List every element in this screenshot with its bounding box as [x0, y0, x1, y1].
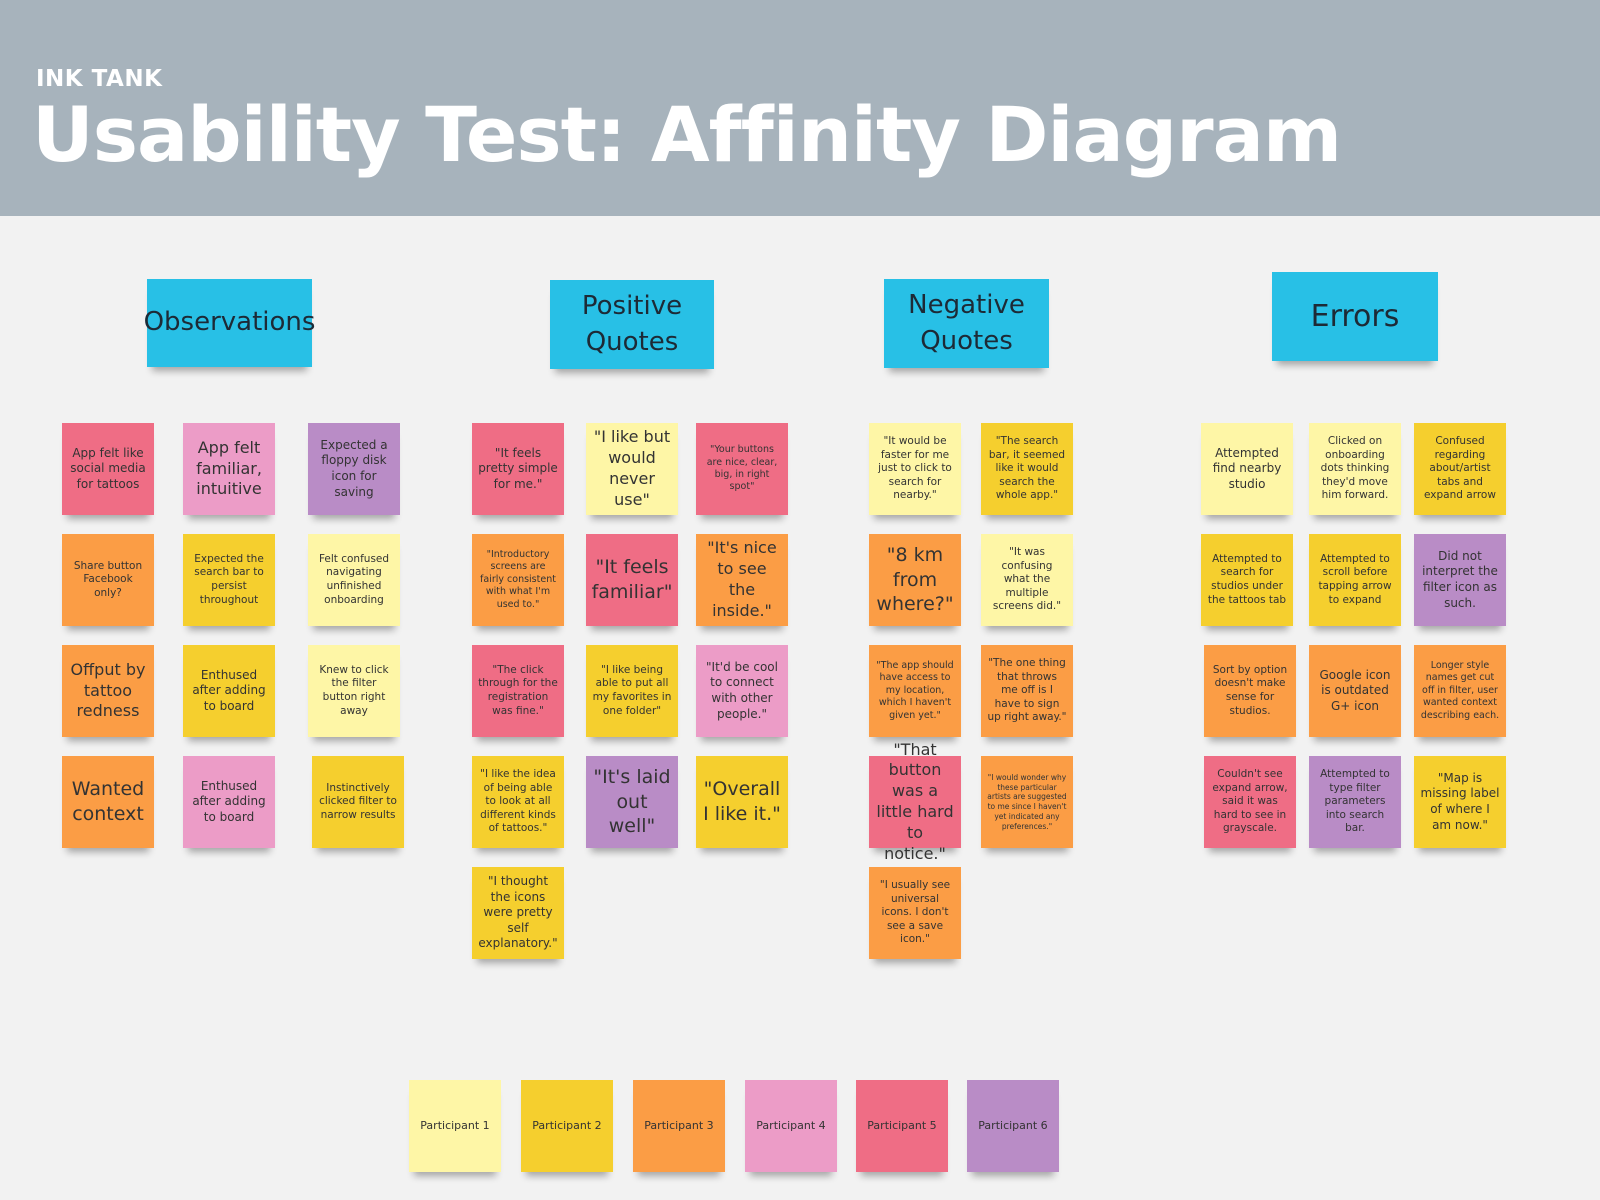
- sticky-note: Expected the search bar to persist throu…: [183, 534, 275, 626]
- sticky-note: "It feels pretty simple for me.": [472, 423, 564, 515]
- header-banner: [0, 0, 1600, 216]
- sticky-note: Offput by tattoo redness: [62, 645, 154, 737]
- header-observations: Observations: [144, 279, 315, 367]
- sticky-note: Wanted context: [62, 756, 154, 848]
- sticky-note: "Map is missing label of where I am now.…: [1414, 756, 1506, 848]
- sticky-note: "It was confusing what the multiple scre…: [981, 534, 1073, 626]
- sticky-note: "It'd be cool to connect with other peop…: [696, 645, 788, 737]
- legend-participant-2: Participant 2: [521, 1080, 613, 1172]
- sticky-note: Instinctively clicked filter to narrow r…: [312, 756, 404, 848]
- sticky-note: Attempted to search for studios under th…: [1201, 534, 1293, 626]
- sticky-note: "I usually see universal icons. I don't …: [869, 867, 961, 959]
- header-errors: Errors: [1272, 272, 1438, 361]
- sticky-note: App felt familiar, intuitive: [183, 423, 275, 515]
- legend-participant-1: Participant 1: [409, 1080, 501, 1172]
- sticky-note: Share button Facebook only?: [62, 534, 154, 626]
- sticky-note: "Your buttons are nice, clear, big, in r…: [696, 423, 788, 515]
- sticky-note: "It feels familiar": [586, 534, 678, 626]
- legend-participant-4: Participant 4: [745, 1080, 837, 1172]
- legend-participant-6: Participant 6: [967, 1080, 1059, 1172]
- sticky-note: "I like being able to put all my favorit…: [586, 645, 678, 737]
- sticky-note: "8 km from where?": [869, 534, 961, 626]
- sticky-note: App felt like social media for tattoos: [62, 423, 154, 515]
- sticky-note: "It's laid out well": [586, 756, 678, 848]
- sticky-note: Longer style names get cut off in filter…: [1414, 645, 1506, 737]
- sticky-note: "It's nice to see the inside.": [696, 534, 788, 626]
- sticky-note: "The search bar, it seemed like it would…: [981, 423, 1073, 515]
- sticky-note: Sort by option doesn't make sense for st…: [1204, 645, 1296, 737]
- sticky-note: Enthused after adding to board: [183, 756, 275, 848]
- sticky-note: "I would wonder why these particular art…: [981, 756, 1073, 848]
- sticky-note: "The app should have access to my locati…: [869, 645, 961, 737]
- sticky-note: Couldn't see expand arrow, said it was h…: [1204, 756, 1296, 848]
- sticky-note: "The click through for the registration …: [472, 645, 564, 737]
- sticky-note: "Introductory screens are fairly consist…: [472, 534, 564, 626]
- sticky-note: Did not interpret the filter icon as suc…: [1414, 534, 1506, 626]
- brand-label: INK TANK: [36, 66, 163, 92]
- sticky-note: "The one thing that throws me off is I h…: [981, 645, 1073, 737]
- sticky-note: Google icon is outdated G+ icon: [1309, 645, 1401, 737]
- sticky-note: Expected a floppy disk icon for saving: [308, 423, 400, 515]
- sticky-note: "Overall I like it.": [696, 756, 788, 848]
- sticky-note: "I like but would never use": [586, 423, 678, 515]
- header-positive-quotes: Positive Quotes: [550, 280, 714, 369]
- sticky-note: "I like the idea of being able to look a…: [472, 756, 564, 848]
- legend-participant-3: Participant 3: [633, 1080, 725, 1172]
- sticky-note: Attempted find nearby studio: [1201, 423, 1293, 515]
- sticky-note: "That button was a little hard to notice…: [869, 740, 961, 863]
- sticky-note: "I thought the icons were pretty self ex…: [472, 867, 564, 959]
- sticky-note: Clicked on onboarding dots thinking they…: [1309, 423, 1401, 515]
- sticky-note: Attempted to type filter parameters into…: [1309, 756, 1401, 848]
- header-negative-quotes: Negative Quotes: [884, 279, 1049, 368]
- legend-participant-5: Participant 5: [856, 1080, 948, 1172]
- sticky-note: Felt confused navigating unfinished onbo…: [308, 534, 400, 626]
- sticky-note: Confused regarding about/artist tabs and…: [1414, 423, 1506, 515]
- sticky-note: Enthused after adding to board: [183, 645, 275, 737]
- sticky-note: Knew to click the filter button right aw…: [308, 645, 400, 737]
- sticky-note: Attempted to scroll before tapping arrow…: [1309, 534, 1401, 626]
- page-title: Usability Test: Affinity Diagram: [32, 90, 1342, 179]
- sticky-note: "It would be faster for me just to click…: [869, 423, 961, 515]
